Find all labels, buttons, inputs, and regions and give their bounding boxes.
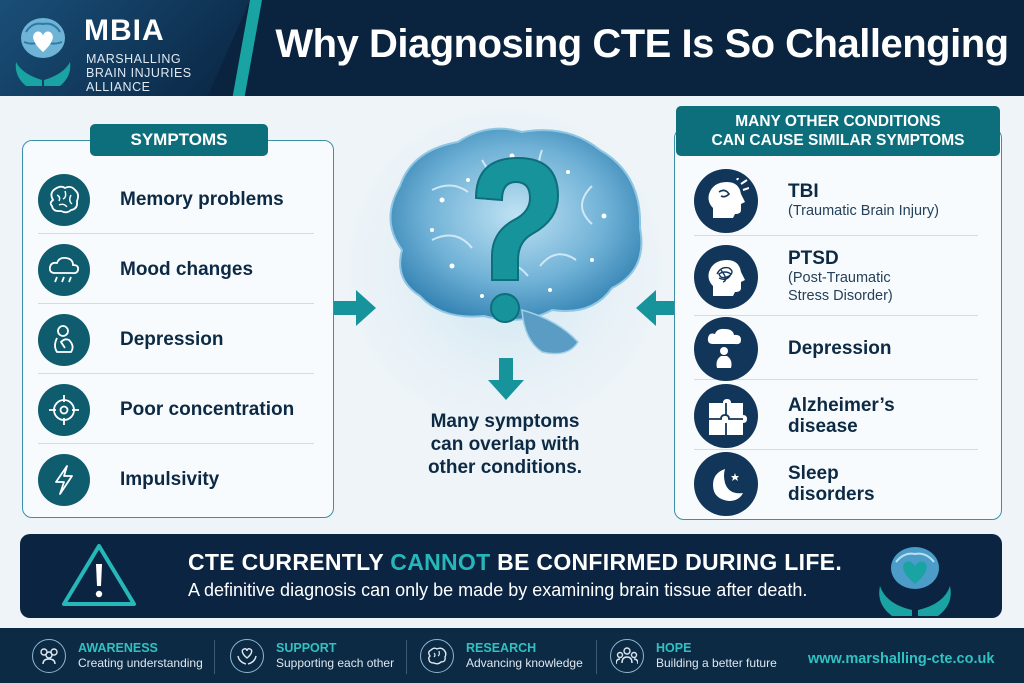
footer-item-awareness: AWARENESS Creating understanding — [32, 636, 203, 676]
condition-text: TBI (Traumatic Brain Injury) — [788, 181, 939, 220]
heart-hands-icon — [230, 639, 264, 673]
condition-title: Depression — [788, 338, 892, 359]
banner-subtitle: A definitive diagnosis can only be made … — [188, 580, 808, 600]
moon-stars-icon — [694, 452, 758, 516]
condition-item: Depression — [694, 316, 978, 381]
footer-divider — [406, 640, 407, 674]
symptom-item: Memory problems — [38, 166, 314, 234]
condition-text: Alzheimer’s disease — [788, 395, 895, 437]
tangled-head-icon — [694, 244, 758, 309]
brain-heart-hands-logo-icon — [15, 18, 71, 86]
footer-item-subtitle: Creating understanding — [78, 656, 203, 670]
footer — [0, 628, 1024, 683]
footer-item-text: RESEARCH Advancing knowledge — [466, 641, 583, 671]
footer-item-title: AWARENESS — [78, 641, 158, 655]
symptom-label: Impulsivity — [120, 469, 220, 490]
symptoms-heading: SYMPTOMS — [90, 124, 268, 156]
condition-title-line2: disease — [788, 415, 858, 437]
footer-item-research: RESEARCH Advancing knowledge — [420, 636, 583, 676]
symptom-label: Depression — [120, 328, 224, 350]
condition-item: TBI (Traumatic Brain Injury) — [694, 166, 978, 236]
footer-item-title: RESEARCH — [466, 641, 537, 655]
brand-name-line: ALLIANCE — [86, 80, 151, 94]
footer-item-text: HOPE Building a better future — [656, 641, 777, 671]
overlap-note: Many symptoms can overlap with other con… — [392, 410, 618, 479]
footer-item-subtitle: Supporting each other — [276, 656, 395, 670]
condition-title: Alzheimer’s — [788, 394, 895, 416]
brand-acronym: MBIA — [84, 14, 165, 47]
condition-text: Depression — [788, 338, 891, 359]
condition-description: (Traumatic Brain Injury) — [788, 203, 939, 219]
footer-item-subtitle: Building a better future — [656, 656, 777, 670]
header: MBIA MARSHALLING BRAIN INJURIES ALLIANCE… — [0, 0, 1024, 96]
banner-title-highlight: CANNOT — [390, 549, 491, 575]
conditions-heading: MANY OTHER CONDITIONS CAN CAUSE SIMILAR … — [676, 106, 1000, 156]
crosshair-icon — [38, 383, 90, 436]
condition-description: (Post-Traumatic — [788, 270, 891, 286]
condition-text: PTSD (Post-Traumatic Stress Disorder) — [788, 248, 893, 305]
banner-title-part: BE CONFIRMED DURING LIFE. — [490, 549, 843, 575]
footer-item-hope: HOPE Building a better future — [610, 636, 777, 676]
condition-title-line2: disorders — [788, 484, 875, 505]
conditions-heading-line: MANY OTHER CONDITIONS — [735, 113, 941, 130]
symptom-label: Poor concentration — [120, 398, 295, 420]
diagnosis-banner — [20, 534, 1002, 618]
footer-item-text: AWARENESS Creating understanding — [78, 641, 203, 671]
group-icon — [610, 639, 644, 673]
symptom-label: Mood changes — [120, 258, 254, 280]
page-title: Why Diagnosing CTE Is So Challenging — [275, 22, 1009, 66]
puzzle-head-icon — [694, 383, 758, 448]
cloud-person-icon — [694, 316, 758, 381]
condition-title: PTSD — [788, 248, 839, 269]
footer-item-title: HOPE — [656, 641, 692, 655]
rain-cloud-icon — [38, 243, 90, 296]
brand-name-line: MARSHALLING — [86, 52, 182, 66]
brain-heart-hands-logo-icon — [879, 547, 951, 616]
brain-icon — [420, 639, 454, 673]
arrow-right-icon — [334, 290, 376, 326]
condition-description: Stress Disorder) — [788, 288, 893, 304]
head-impact-icon — [694, 168, 758, 233]
overlap-note-line: can overlap with — [430, 434, 580, 455]
symptom-item: Impulsivity — [38, 446, 314, 514]
brand-full-name: MARSHALLING BRAIN INJURIES ALLIANCE — [86, 52, 246, 94]
symptom-item: Depression — [38, 306, 314, 374]
conditions-heading-line: CAN CAUSE SIMILAR SYMPTOMS — [711, 132, 965, 149]
arrow-down-icon — [488, 358, 524, 400]
website-link[interactable]: www.marshalling-cte.co.uk — [808, 651, 995, 667]
brain-question-mark-icon — [389, 127, 643, 355]
footer-divider — [596, 640, 597, 674]
overlap-note-line: Many symptoms — [430, 411, 580, 432]
symptom-label: Memory problems — [120, 188, 284, 210]
banner-title-part: CTE CURRENTLY — [188, 549, 391, 575]
people-icon — [32, 639, 66, 673]
symptom-item: Poor concentration — [38, 376, 314, 444]
overlap-note-line: other conditions. — [427, 457, 583, 478]
footer-item-support: SUPPORT Supporting each other — [230, 636, 394, 676]
footer-divider — [214, 640, 215, 674]
footer-item-text: SUPPORT Supporting each other — [276, 641, 394, 671]
condition-item: PTSD (Post-Traumatic Stress Disorder) — [694, 238, 978, 316]
footer-item-title: SUPPORT — [276, 641, 337, 655]
warning-icon — [62, 544, 136, 606]
condition-title: Sleep — [788, 463, 839, 484]
arrow-left-icon — [636, 290, 678, 326]
brand-name-line: BRAIN INJURIES — [86, 66, 192, 80]
sitting-person-icon — [38, 313, 90, 366]
banner-title: CTE CURRENTLY CANNOT BE CONFIRMED DURING… — [188, 549, 842, 576]
footer-item-subtitle: Advancing knowledge — [466, 656, 583, 670]
condition-title: TBI — [788, 181, 819, 202]
condition-item: Alzheimer’s disease — [694, 382, 978, 450]
brain-icon — [38, 173, 90, 226]
symptom-item: Mood changes — [38, 236, 314, 304]
lightning-icon — [38, 454, 90, 506]
condition-item: Sleep disorders — [694, 452, 978, 516]
condition-text: Sleep disorders — [788, 463, 875, 505]
